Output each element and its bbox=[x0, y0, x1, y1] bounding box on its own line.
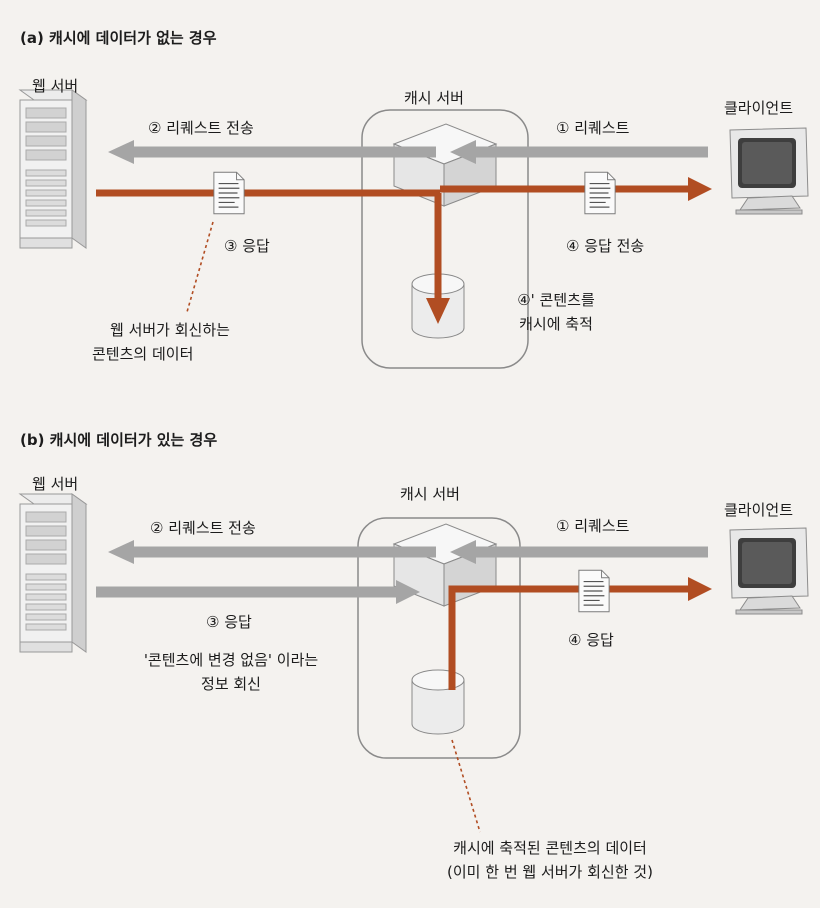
note-leader-a bbox=[186, 221, 214, 313]
note-line2-a: 콘텐츠의 데이터 bbox=[92, 345, 194, 363]
web-server-label: 웹 서버 bbox=[32, 475, 79, 493]
cache-server-box-b bbox=[357, 517, 521, 759]
note-line2-b: 정보 회신 bbox=[201, 675, 261, 693]
step2-label: ② 리퀘스트 전송 bbox=[150, 519, 256, 537]
request-arrow-1-b bbox=[450, 540, 708, 564]
client-monitor-icon bbox=[729, 127, 809, 215]
document-icon bbox=[213, 171, 245, 215]
step4-label: ④ 응답 bbox=[568, 631, 614, 649]
response-arrow-4-a bbox=[440, 177, 712, 201]
response-arrow-4-b bbox=[448, 577, 712, 690]
client-monitor-icon bbox=[729, 527, 809, 615]
store-arrow-4p-a bbox=[426, 193, 450, 324]
response-arrow-3-b bbox=[96, 580, 420, 604]
request-arrow-1-a bbox=[450, 140, 708, 164]
cache-note-leader-b bbox=[451, 739, 481, 833]
cache-storage-icon bbox=[411, 669, 465, 735]
note-line1-a: 웹 서버가 회신하는 bbox=[110, 321, 230, 339]
step1-label: ① 리퀘스트 bbox=[556, 119, 630, 137]
panel-a-title: (a) 캐시에 데이터가 없는 경우 bbox=[20, 29, 217, 47]
cache-server-box-a bbox=[361, 109, 529, 369]
cache-server-label: 캐시 서버 bbox=[404, 89, 464, 107]
cache-note-line2: (이미 한 번 웹 서버가 회신한 것) bbox=[447, 863, 653, 881]
web-server-icon bbox=[19, 89, 87, 249]
step3-label: ③ 응답 bbox=[224, 237, 270, 255]
web-server-label: 웹 서버 bbox=[32, 77, 79, 95]
cache-server-label: 캐시 서버 bbox=[400, 485, 460, 503]
step4p-label-line2: 캐시에 축적 bbox=[519, 315, 593, 333]
step4-label: ④ 응답 전송 bbox=[566, 237, 645, 255]
request-arrow-2-a bbox=[108, 140, 436, 164]
cache-note-line1: 캐시에 축적된 콘텐츠의 데이터 bbox=[453, 839, 647, 857]
client-label: 클라이언트 bbox=[724, 501, 794, 519]
step4p-label-line1: ④' 콘텐츠를 bbox=[517, 291, 595, 309]
client-label: 클라이언트 bbox=[724, 99, 794, 117]
request-arrow-2-b bbox=[108, 540, 436, 564]
document-icon bbox=[578, 569, 610, 613]
panel-b-title: (b) 캐시에 데이터가 있는 경우 bbox=[20, 431, 218, 449]
web-server-icon bbox=[19, 493, 87, 653]
document-icon bbox=[584, 171, 616, 215]
note-line1-b: '콘텐츠에 변경 없음' 이라는 bbox=[143, 651, 319, 669]
step1-label: ① 리퀘스트 bbox=[556, 517, 630, 535]
step3-label: ③ 응답 bbox=[206, 613, 252, 631]
step2-label: ② 리퀘스트 전송 bbox=[148, 119, 254, 137]
